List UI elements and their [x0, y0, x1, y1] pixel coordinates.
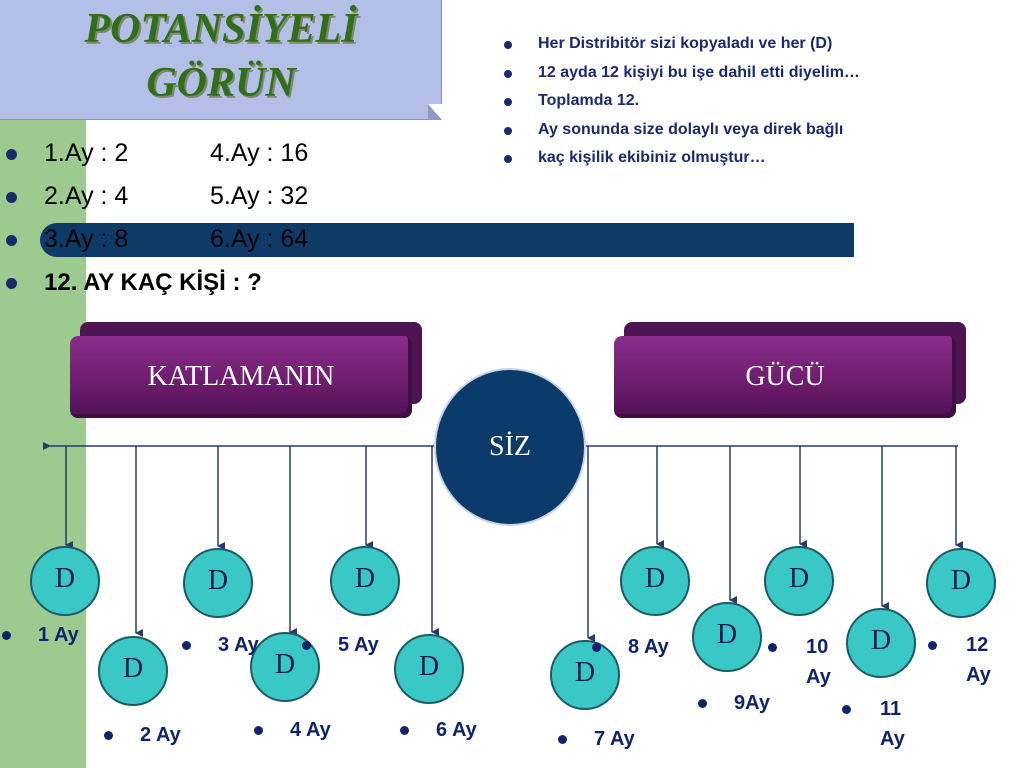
bullet-dot — [400, 726, 409, 735]
page-title: POTANSİYELİ GÖRÜN — [0, 2, 442, 110]
bullet-dot — [592, 643, 601, 652]
distributor-node-11: D — [846, 608, 916, 678]
month-value-4: 4.Ay : 16 — [210, 139, 309, 167]
banner-left: KATLAMANIN — [70, 322, 422, 418]
bullet-dot — [6, 278, 17, 289]
month-label-10: 10 Ay — [768, 632, 858, 692]
distributor-node-9: D — [692, 602, 762, 672]
banner-left-label: KATLAMANIN — [147, 361, 335, 392]
distributor-node-1: D — [30, 546, 100, 616]
title-line-1: POTANSİYELİ — [84, 6, 358, 52]
bullet-dot — [6, 149, 17, 160]
banner-right: GÜCÜ — [614, 322, 966, 418]
banner-left-front — [70, 336, 412, 418]
note-item: Ay sonunda size dolaylı veya direk bağlı — [500, 116, 860, 145]
highlight-bar — [40, 223, 854, 257]
distributor-node-6: D — [394, 634, 464, 704]
bullet-dot — [182, 641, 191, 650]
distributor-node-10: D — [764, 546, 834, 616]
note-item: 12 ayda 12 kişiyi bu işe dahil etti diye… — [500, 59, 860, 88]
bullet-dot — [104, 731, 113, 740]
bullet-dot — [2, 631, 11, 640]
title-box: POTANSİYELİ GÖRÜN — [0, 0, 442, 120]
bullet-dot — [698, 699, 707, 708]
month-value-6: 6.Ay : 64 — [210, 225, 309, 253]
center-node-you: SİZ — [434, 368, 586, 526]
distributor-node-12: D — [926, 548, 996, 618]
bullet-dot — [928, 641, 937, 650]
distributor-node-2: D — [98, 636, 168, 706]
note-item: Toplamda 12. — [500, 87, 860, 116]
distributor-node-4: D — [250, 632, 320, 702]
bullet-dot — [302, 641, 311, 650]
bullet-dot — [768, 643, 777, 652]
note-item: Her Distribitör sizi kopyaladı ve her (D… — [500, 30, 860, 59]
month-value-1: 1.Ay : 2 — [44, 139, 129, 167]
bullet-dot — [842, 705, 851, 714]
bullet-dot — [254, 726, 263, 735]
title-page-fold — [428, 104, 442, 120]
month-value-3: 3.Ay : 8 — [44, 225, 129, 253]
notes-list: Her Distribitör sizi kopyaladı ve her (D… — [500, 30, 860, 173]
month-value-5: 5.Ay : 32 — [210, 182, 309, 210]
question-text: 12. AY KAÇ KİŞİ : ? — [44, 269, 262, 296]
title-line-2: GÖRÜN — [146, 60, 296, 106]
month-label-12: 12 Ay — [928, 630, 1018, 690]
distributor-node-3: D — [183, 548, 253, 618]
month-label-11: 11 Ay — [842, 694, 932, 754]
distributor-node-5: D — [330, 546, 400, 616]
banner-right-front — [614, 336, 956, 418]
bullet-dot — [6, 192, 17, 203]
distributor-node-8: D — [620, 546, 690, 616]
distributor-node-7: D — [550, 640, 620, 710]
banner-right-label: GÜCÜ — [745, 361, 825, 392]
bullet-dot — [6, 235, 17, 246]
note-item: kaç kişilik ekibiniz olmuştur… — [500, 144, 860, 173]
bullet-dot — [558, 735, 567, 744]
month-value-2: 2.Ay : 4 — [44, 182, 129, 210]
